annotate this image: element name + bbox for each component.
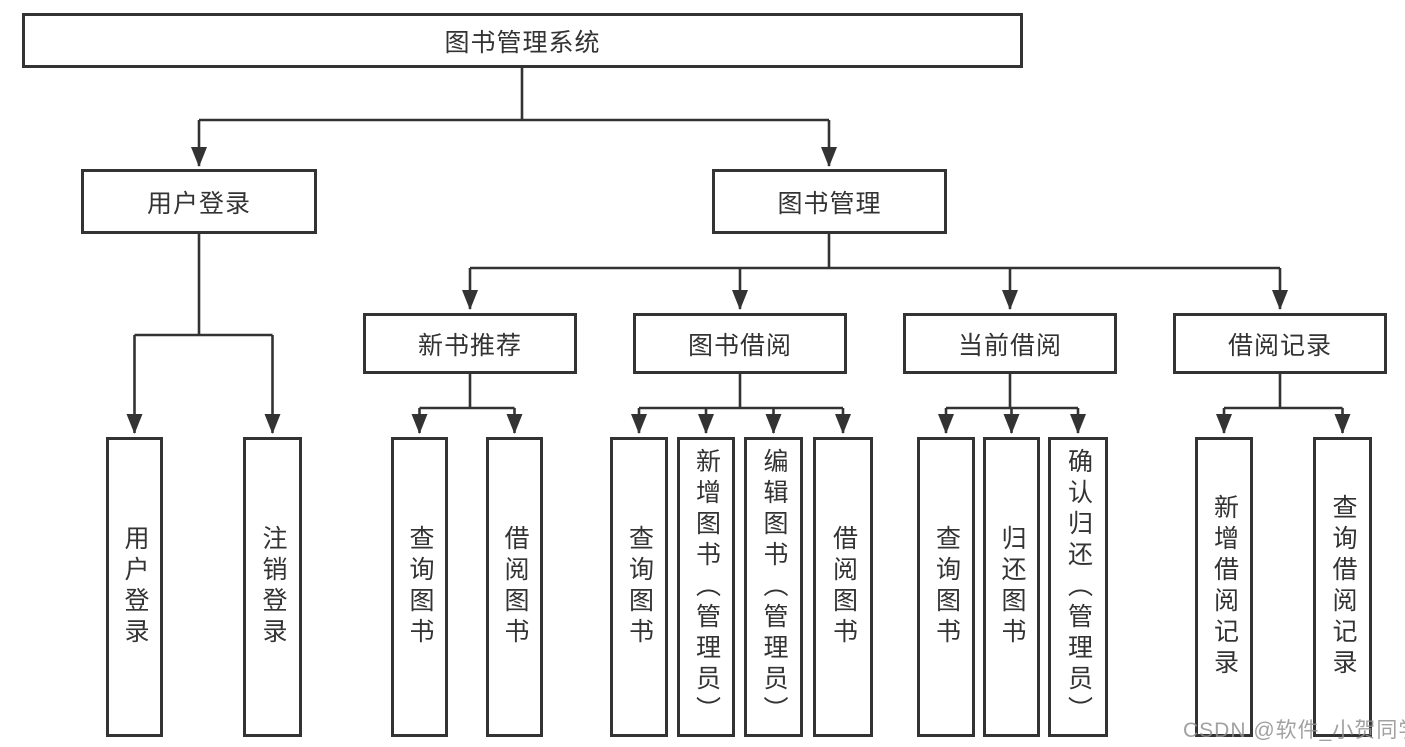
leaf-query-books-1-label: 查询图书 [406,525,434,649]
leaf-edit-books-admin-label: 编辑图书（管理员） [760,447,788,727]
leaf-edit-books-admin: 编辑图书（管理员） [744,437,803,737]
leaf-logout: 注销登录 [243,437,302,737]
leaf-add-books-admin-label: 新增图书（管理员） [692,447,721,727]
node-book-management-branch: 图书管理 [712,169,947,234]
leaf-confirm-return-admin: 确认归还（管理员） [1048,437,1108,737]
leaf-borrow-books-2-label: 借阅图书 [829,525,858,649]
leaf-return-books-label: 归还图书 [998,525,1026,649]
leaf-query-books-3: 查询图书 [917,437,975,737]
leaf-borrow-books-1-label: 借阅图书 [501,525,529,649]
leaf-query-borrow-record-label: 查询借阅记录 [1329,494,1357,680]
leaf-query-books-3-label: 查询图书 [932,525,961,649]
node-user-login-branch: 用户登录 [81,169,317,234]
leaf-confirm-return-admin-label: 确认归还（管理员） [1064,447,1093,727]
csdn-watermark: CSDN @软件_小贺同学 [1183,719,1405,742]
leaf-query-borrow-record: 查询借阅记录 [1313,437,1372,737]
node-library-management-system: 图书管理系统 [22,13,1023,68]
leaf-query-books-2: 查询图书 [610,437,668,737]
leaf-add-borrow-record-label: 新增借阅记录 [1210,494,1239,680]
node-borrowing-records: 借阅记录 [1173,313,1387,374]
leaf-logout-label: 注销登录 [259,525,287,649]
leaf-add-borrow-record: 新增借阅记录 [1195,437,1253,737]
leaf-query-books-2-label: 查询图书 [625,525,654,649]
leaf-add-books-admin: 新增图书（管理员） [677,437,735,737]
node-book-borrowing: 图书借阅 [633,313,847,374]
node-current-borrowing: 当前借阅 [903,313,1117,374]
node-new-book-recommendation: 新书推荐 [363,313,577,374]
leaf-borrow-books-2: 借阅图书 [813,437,873,737]
leaf-borrow-books-1: 借阅图书 [486,437,543,737]
leaf-user-login: 用户登录 [106,437,163,737]
leaf-return-books: 归还图书 [983,437,1040,737]
leaf-query-books-1: 查询图书 [391,437,448,737]
leaf-user-login-label: 用户登录 [121,525,149,649]
